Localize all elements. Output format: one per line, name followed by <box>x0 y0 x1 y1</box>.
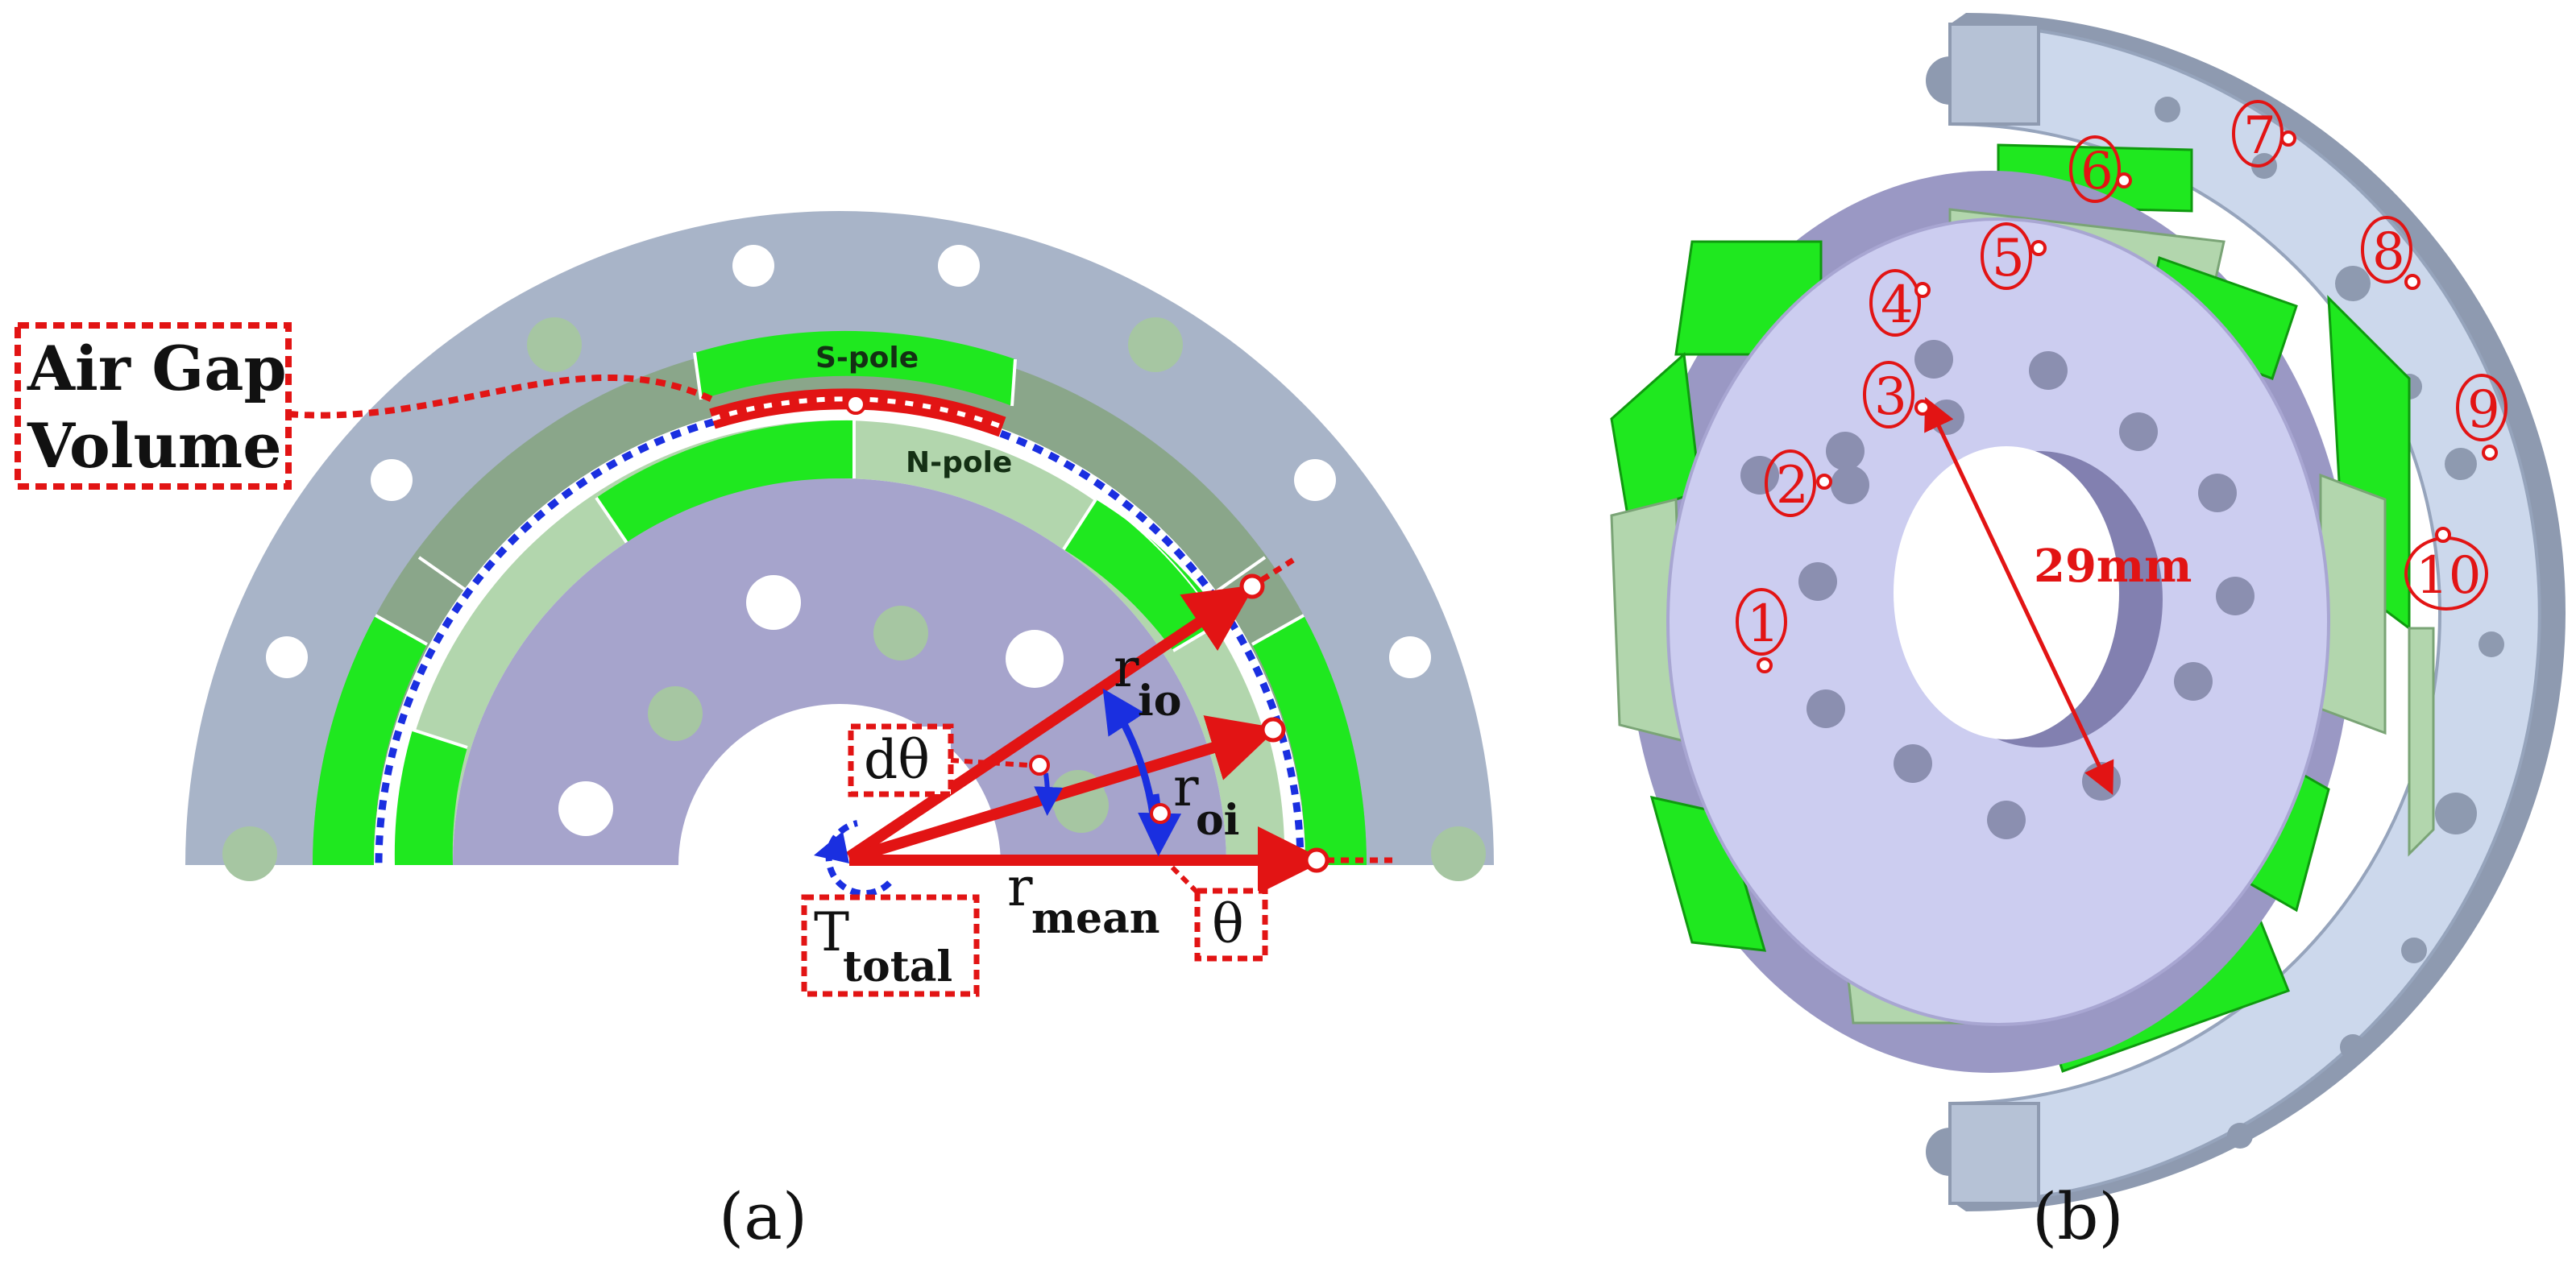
svg-text:T: T <box>814 901 849 963</box>
r-io-arrow <box>846 585 1255 862</box>
radius-vectors <box>846 555 1399 894</box>
outer-magnet-left <box>312 615 427 865</box>
r-io-endpoint <box>1239 573 1265 599</box>
marker-7: 7 <box>2232 100 2296 168</box>
svg-text:r: r <box>1007 856 1033 918</box>
marker-2: 2 <box>1765 449 1832 517</box>
air-gap-leader-line <box>288 375 714 419</box>
inner-magnet-a <box>596 420 854 548</box>
dimension-line <box>1924 396 2114 796</box>
angle-arcs <box>814 688 1182 897</box>
torque-arrowhead <box>814 831 849 863</box>
svg-text:8: 8 <box>2372 222 2405 282</box>
d-theta-box <box>848 723 954 797</box>
stator-tabs <box>1926 23 2040 1205</box>
svg-text:4: 4 <box>1881 275 1914 335</box>
svg-text:io: io <box>1138 677 1181 726</box>
svg-text:1: 1 <box>1747 594 1780 654</box>
outer-magnet-s-pole <box>695 330 1015 406</box>
svg-text:2: 2 <box>1776 456 1809 515</box>
theta-leader <box>1156 851 1200 895</box>
panel-b: 29mm 1 2 3 4 5 6 <box>1610 13 2566 1254</box>
svg-text:7: 7 <box>2243 106 2276 166</box>
air-gap-label-line2: Volume <box>27 410 282 482</box>
marker-9: 9 <box>2456 374 2508 461</box>
theta-label: θ <box>1212 893 1244 955</box>
theta-box <box>1194 888 1268 962</box>
air-gap-volume-box <box>15 322 292 490</box>
air-gap-label-line1: Air Gap <box>27 333 287 404</box>
volume-element-marker <box>845 394 866 415</box>
svg-text:3: 3 <box>1874 367 1907 427</box>
r-io-extension <box>1260 555 1299 582</box>
svg-text:r: r <box>1173 756 1199 818</box>
r-io-label: r io <box>1114 637 1181 726</box>
outer-magnet-ring <box>313 338 1367 865</box>
r-oi-endpoint <box>1260 717 1286 743</box>
marker-4: 4 <box>1869 269 1931 337</box>
t-total-label: T total <box>814 901 952 992</box>
marker-1: 1 <box>1736 588 1787 673</box>
svg-text:9: 9 <box>2467 380 2500 440</box>
caption-a: (a) <box>719 1179 807 1254</box>
s-pole-label: S-pole <box>815 342 919 375</box>
svg-text:mean: mean <box>1031 894 1160 943</box>
marker-3: 3 <box>1863 361 1931 428</box>
marker-5: 5 <box>1981 222 2047 290</box>
svg-text:10: 10 <box>2416 546 2481 606</box>
marker-10: 10 <box>2404 527 2488 611</box>
panel-a: S-pole N-pole Air Gap Volume <box>15 211 1494 1254</box>
svg-text:r: r <box>1114 637 1139 699</box>
r-mean-endpoint <box>1304 847 1329 873</box>
svg-text:6: 6 <box>2080 142 2113 201</box>
marker-8: 8 <box>2361 216 2420 290</box>
svg-text:5: 5 <box>1992 229 2025 288</box>
dimension-label: 29mm <box>2034 540 2192 593</box>
rotor-center-hole <box>1894 446 2119 739</box>
d-theta-angle-arc <box>1034 772 1064 816</box>
outer-ring <box>185 211 1494 865</box>
d-theta-marker <box>1029 755 1050 776</box>
inner-magnet-ring <box>395 420 1284 865</box>
svg-text:oi: oi <box>1196 796 1239 845</box>
n-pole-label: N-pole <box>906 446 1012 479</box>
outer-ring-holes <box>222 245 1486 881</box>
r-oi-marker <box>1150 803 1171 824</box>
r-mean-label: r mean <box>1007 856 1160 943</box>
torque-arc <box>825 820 892 897</box>
t-total-box <box>801 894 980 997</box>
d-theta-label: dθ <box>864 729 930 791</box>
r-oi-label: r oi <box>1173 756 1239 845</box>
caption-b: (b) <box>2032 1179 2124 1254</box>
inner-magnet-c <box>394 730 467 865</box>
inner-disc-holes <box>558 575 1109 836</box>
outer-magnet-right <box>1252 615 1367 865</box>
marker-6: 6 <box>2069 135 2132 203</box>
svg-text:total: total <box>843 942 952 992</box>
